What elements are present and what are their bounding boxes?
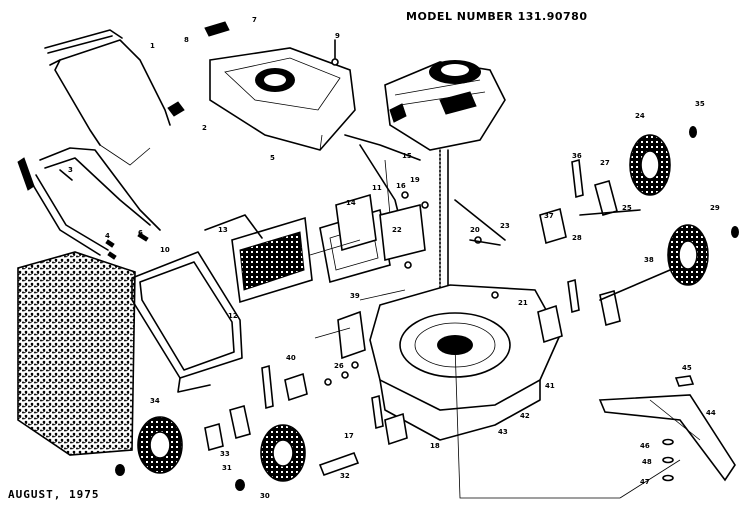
wheel-front-right	[260, 424, 306, 482]
callout-21: 21	[518, 299, 528, 307]
callout-33: 33	[220, 450, 230, 458]
control-box	[309, 193, 426, 301]
callout-37: 37	[544, 212, 554, 220]
engine-cover	[209, 47, 356, 151]
callout-9: 9	[335, 32, 340, 40]
callout-19: 19	[410, 176, 420, 184]
callout-23: 23	[500, 222, 510, 230]
deck-bracket-left	[314, 310, 366, 360]
wheel-rear-top	[629, 134, 671, 196]
callout-27: 27	[600, 159, 610, 167]
bag-frame	[131, 251, 243, 393]
callout-44: 44	[706, 409, 716, 417]
blade-centerline	[454, 344, 681, 499]
callout-36: 36	[572, 152, 582, 160]
wheel-rear-mid	[667, 224, 709, 286]
blade-hardware	[662, 438, 674, 482]
small-hardware	[324, 191, 506, 386]
chute-bracket	[204, 214, 263, 239]
lower-handle	[29, 147, 161, 256]
handle-grip	[17, 157, 35, 191]
cover-tag	[204, 21, 230, 37]
callout-47: 47	[640, 478, 650, 486]
callout-1: 1	[150, 42, 155, 50]
callout-26: 26	[334, 362, 344, 370]
callout-5: 5	[270, 154, 275, 162]
wheel-front-left	[137, 416, 183, 474]
callout-30: 30	[260, 492, 270, 500]
callout-12: 12	[228, 312, 238, 320]
blade-adapter	[674, 375, 695, 387]
callout-35: 35	[695, 100, 705, 108]
callout-20: 20	[470, 226, 480, 234]
callout-14: 14	[346, 199, 356, 207]
engine	[384, 60, 506, 151]
callout-24: 24	[635, 112, 645, 120]
callout-2: 2	[202, 124, 207, 132]
callout-8: 8	[184, 36, 189, 44]
callout-18: 18	[430, 442, 440, 450]
callout-3: 3	[68, 166, 73, 174]
cover-screw	[331, 39, 339, 66]
callout-15: 15	[402, 152, 412, 160]
callout-40: 40	[286, 354, 296, 362]
callout-48: 48	[642, 458, 652, 466]
callout-labels: 1 2 3 4 5 6 7 8 9 10 11 12 13 14 15 16 1…	[68, 16, 720, 500]
callout-16: 16	[396, 182, 406, 190]
callout-38: 38	[644, 256, 654, 264]
callout-32: 32	[340, 472, 350, 480]
revision-date: AUGUST, 1975	[8, 488, 100, 501]
callout-25: 25	[622, 204, 632, 212]
callout-31: 31	[222, 464, 232, 472]
callout-11: 11	[372, 184, 382, 192]
callout-29: 29	[710, 204, 720, 212]
callout-7: 7	[252, 16, 257, 24]
axles	[318, 209, 671, 477]
upper-handle	[44, 29, 171, 166]
height-levers	[261, 158, 584, 430]
callout-13: 13	[218, 226, 228, 234]
callout-43: 43	[498, 428, 508, 436]
rear-deflector	[231, 216, 313, 304]
mower-deck	[369, 284, 561, 441]
callout-34: 34	[150, 397, 160, 405]
handle-bolts	[105, 232, 149, 260]
callout-42: 42	[520, 412, 530, 420]
callout-39: 39	[350, 292, 360, 300]
callout-45: 45	[682, 364, 692, 372]
callout-4: 4	[105, 232, 110, 240]
adjuster-plates	[204, 180, 621, 452]
grass-bag	[17, 251, 136, 456]
handle-knob	[167, 101, 185, 117]
callout-28: 28	[572, 234, 582, 242]
callout-46: 46	[640, 442, 650, 450]
model-number-title: MODEL NUMBER 131.90780	[406, 10, 588, 23]
callout-41: 41	[545, 382, 555, 390]
hubcaps	[115, 126, 739, 491]
callout-10: 10	[160, 246, 170, 254]
callout-17: 17	[344, 432, 354, 440]
callout-6: 6	[138, 229, 143, 237]
callout-22: 22	[392, 226, 402, 234]
blade	[598, 394, 736, 482]
